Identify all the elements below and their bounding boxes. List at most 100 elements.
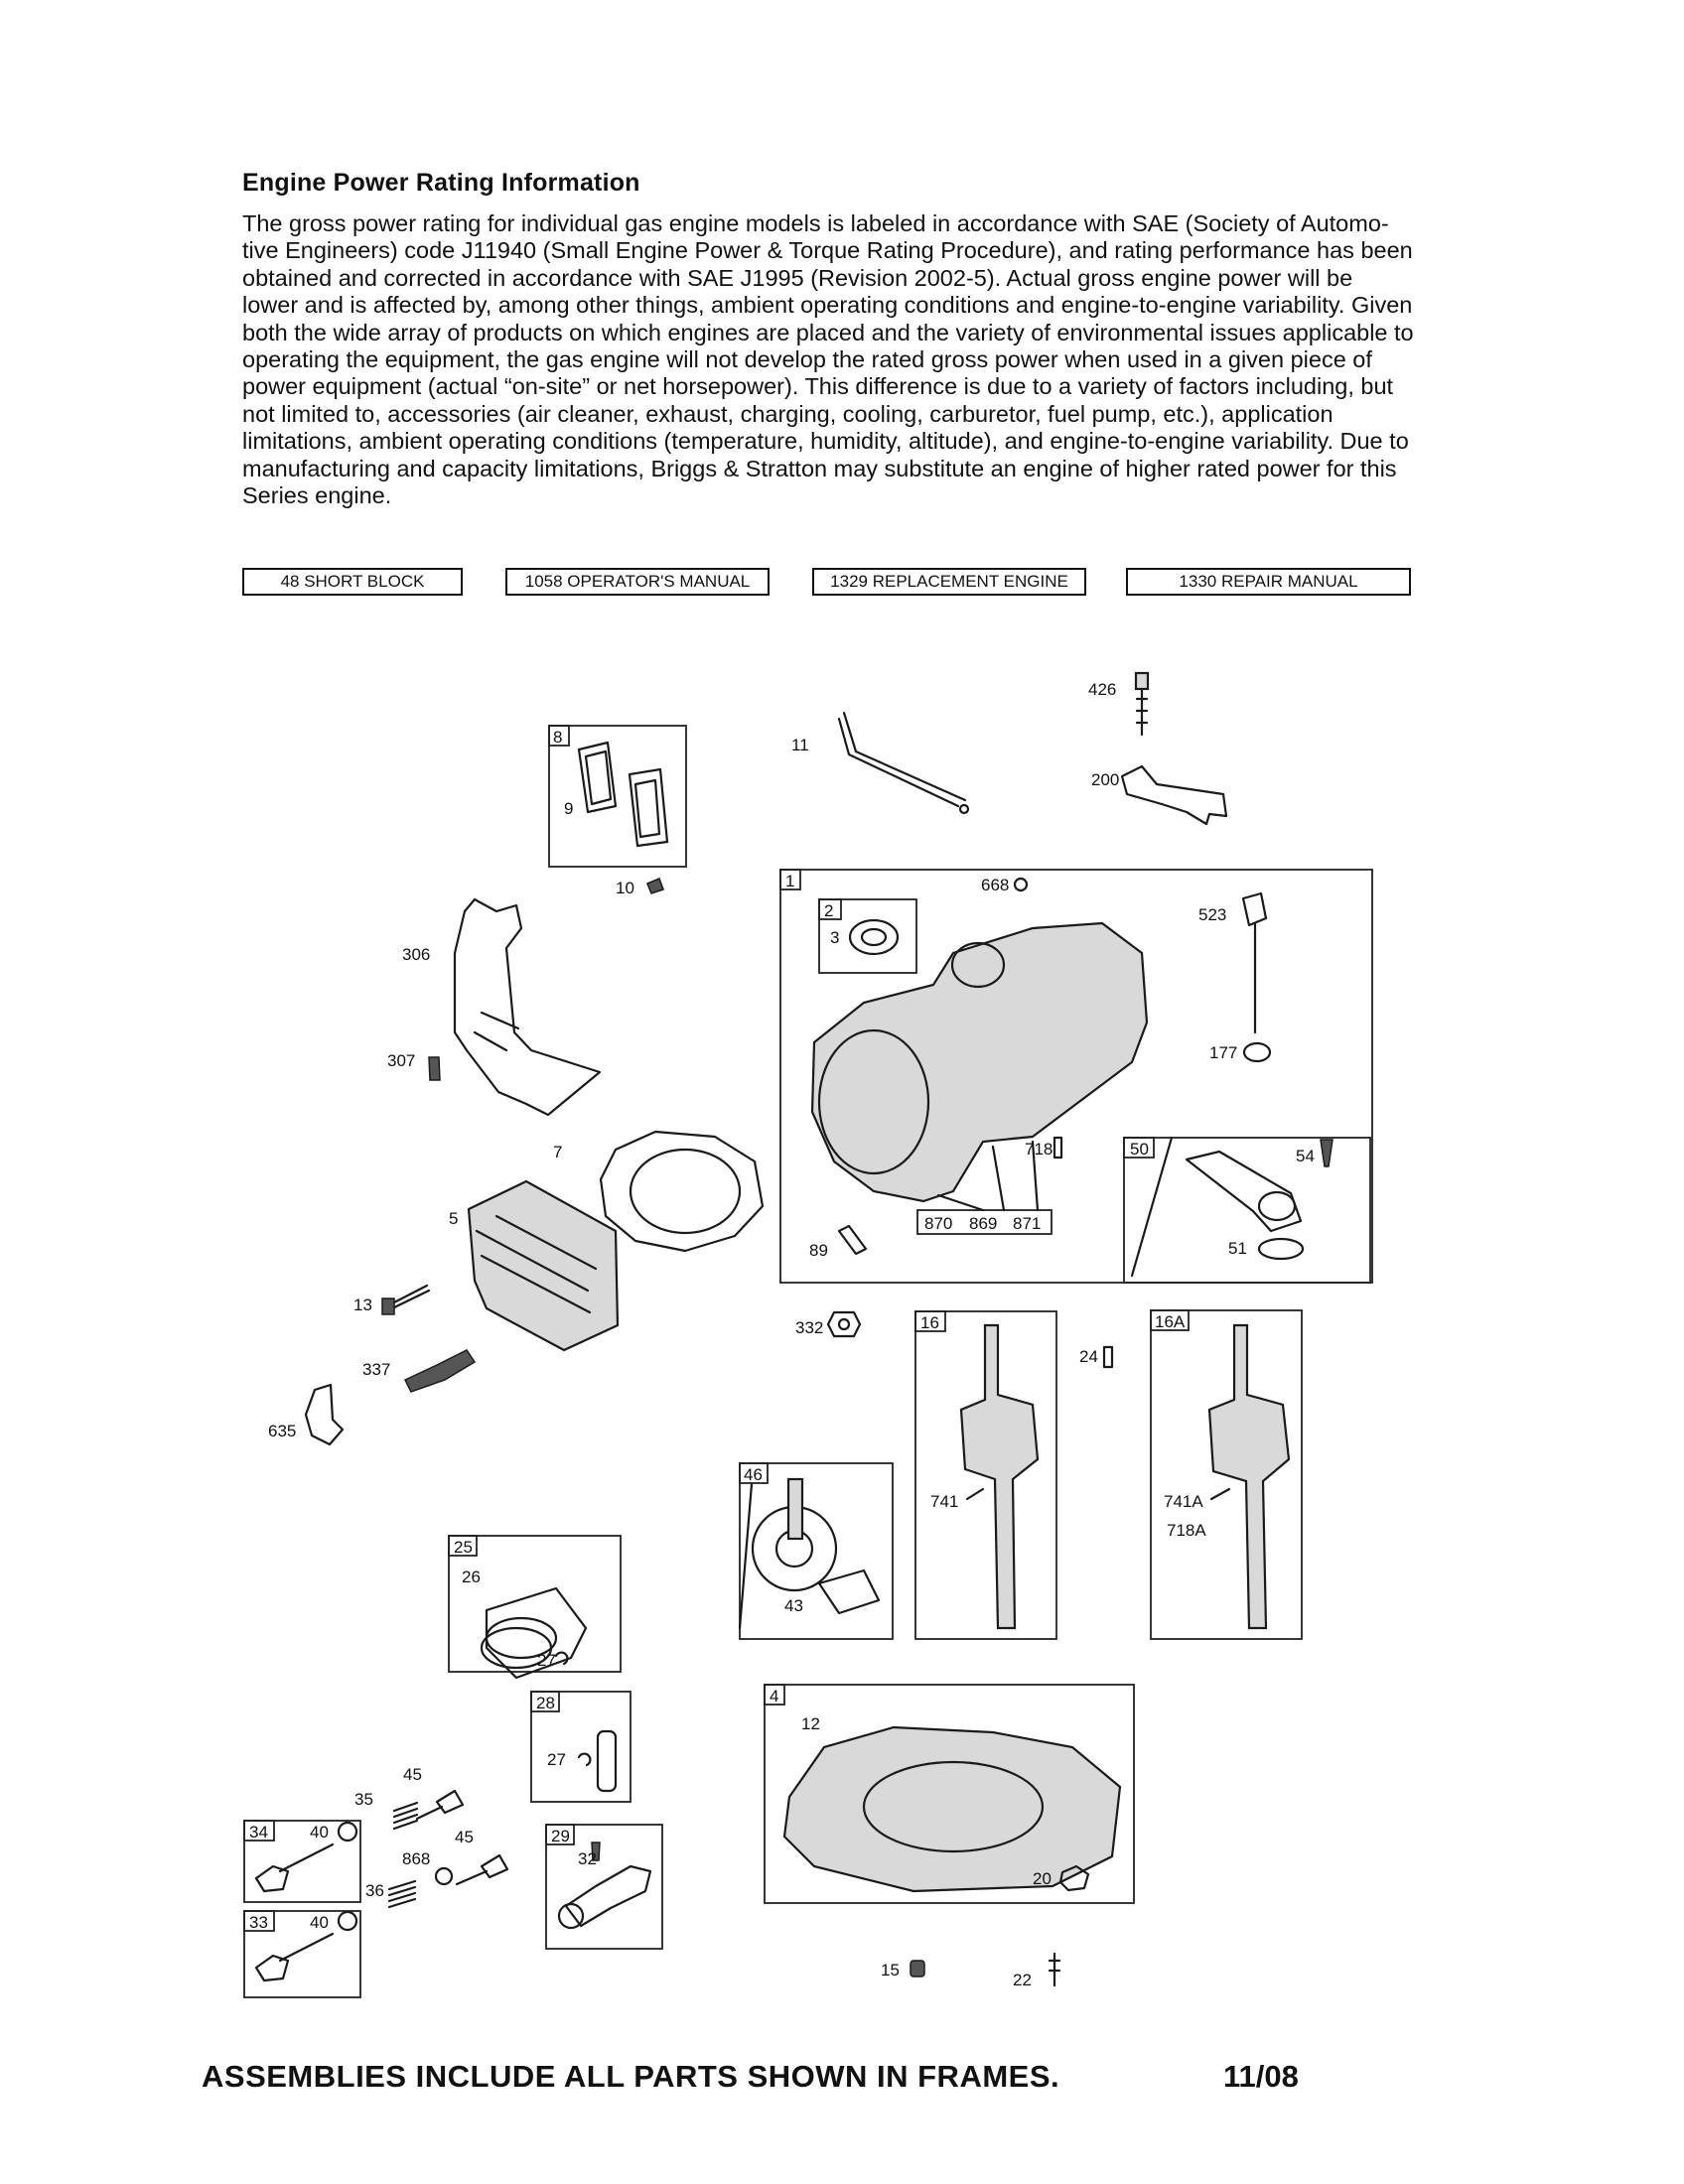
head-gasket-7-bore <box>629 1148 742 1235</box>
frame-28 <box>530 1691 632 1803</box>
label-22: 22 <box>1013 1971 1032 1989</box>
valve-spring-36 <box>387 1879 417 1909</box>
dipstick-523 <box>1241 891 1268 1034</box>
label-13: 13 <box>353 1296 372 1314</box>
label-51: 51 <box>1228 1239 1247 1258</box>
crankcase-block-1 <box>810 921 1149 1203</box>
label-523: 523 <box>1198 905 1226 924</box>
label-33: 33 <box>249 1913 268 1932</box>
label-20: 20 <box>1033 1869 1052 1888</box>
o-ring-177 <box>1242 1041 1272 1063</box>
seal-868 <box>434 1866 454 1886</box>
label-306: 306 <box>402 945 430 964</box>
label-36: 36 <box>365 1881 384 1900</box>
leader-871 <box>1031 1140 1040 1212</box>
frame-16 <box>914 1310 1057 1640</box>
spark-plug-337 <box>403 1349 477 1393</box>
piston-ring-b <box>485 1616 558 1660</box>
label-635: 635 <box>268 1422 296 1440</box>
label-34: 34 <box>249 1823 268 1842</box>
section-heading: Engine Power Rating Information <box>242 169 640 197</box>
label-337: 337 <box>362 1360 390 1379</box>
label-25: 25 <box>454 1538 473 1557</box>
frame-34-tag <box>243 1820 275 1842</box>
bolt-13 <box>390 1284 431 1310</box>
frame-1-tag <box>779 869 801 890</box>
seal-3 <box>848 918 900 956</box>
leader-869 <box>991 1145 1006 1212</box>
label-54: 54 <box>1296 1147 1315 1165</box>
label-29: 29 <box>551 1827 570 1845</box>
frame-50 <box>1123 1137 1371 1284</box>
label-27b: 27 <box>547 1750 566 1769</box>
frame-29 <box>545 1824 663 1950</box>
reference-short-block: 48 SHORT BLOCK <box>242 568 463 596</box>
retainer-45a <box>415 1789 465 1821</box>
label-741: 741 <box>930 1492 958 1511</box>
retainer-40a <box>337 1821 358 1843</box>
governor-50-hub <box>1257 1190 1297 1222</box>
tube-11-end <box>958 803 970 815</box>
leader-lines <box>738 1136 1231 1630</box>
governor-arm-50 <box>1185 1150 1303 1233</box>
label-870: 870 <box>924 1214 952 1233</box>
footer-assemblies-note: ASSEMBLIES INCLUDE ALL PARTS SHOWN IN FR… <box>202 2059 1060 2094</box>
leader-50 <box>1130 1136 1174 1278</box>
label-426: 426 <box>1088 680 1116 699</box>
plug-668 <box>1013 877 1029 892</box>
label-2: 2 <box>824 901 833 920</box>
sump-4-center <box>862 1760 1045 1853</box>
bolt-426 <box>1134 671 1150 737</box>
label-27a: 27 <box>537 1651 556 1670</box>
frame-2-tag <box>818 898 842 920</box>
screw-89 <box>837 1224 868 1256</box>
gasket-9 <box>577 741 618 814</box>
frame-16A <box>1150 1309 1303 1640</box>
label-28: 28 <box>536 1694 555 1712</box>
label-10: 10 <box>616 879 634 897</box>
valve-spring-35 <box>392 1801 419 1831</box>
cover-8 <box>628 767 669 848</box>
clip-27b <box>577 1752 592 1767</box>
frame-25-tag <box>448 1535 478 1557</box>
label-43: 43 <box>784 1596 803 1615</box>
frame-8-tag <box>548 725 570 747</box>
wrist-pin-28 <box>596 1729 618 1793</box>
leader-46 <box>738 1482 754 1630</box>
retainer-45b <box>455 1853 509 1886</box>
key-24 <box>1102 1345 1114 1369</box>
label-741A: 741A <box>1164 1492 1203 1511</box>
label-9: 9 <box>564 799 573 818</box>
reference-repair-manual: 1330 REPAIR MANUAL <box>1126 568 1411 596</box>
camshaft-46-shaft <box>786 1477 804 1541</box>
connecting-rod-29 <box>564 1864 652 1928</box>
label-3: 3 <box>830 928 839 947</box>
part-number-labels: 426 11 200 8 9 10 306 307 7 5 13 337 635… <box>249 680 1315 1989</box>
label-45a: 45 <box>403 1765 422 1784</box>
frame-2 <box>818 898 917 974</box>
label-12: 12 <box>801 1714 820 1733</box>
assembly-frames <box>243 725 1373 1998</box>
part-drawings <box>254 671 1333 1987</box>
label-24: 24 <box>1079 1347 1098 1366</box>
leader-741 <box>965 1487 985 1501</box>
block-1-bore <box>817 1028 930 1175</box>
screw-10 <box>646 878 664 894</box>
frame-46 <box>739 1462 894 1640</box>
frame-8 <box>548 725 687 868</box>
clip-27 <box>554 1651 569 1666</box>
label-11: 11 <box>791 736 809 754</box>
label-16A: 16A <box>1155 1312 1186 1331</box>
retainer-40b <box>337 1910 358 1932</box>
shield-306 <box>453 897 602 1117</box>
nut-332-hole <box>837 1317 851 1331</box>
frame-33 <box>243 1910 361 1998</box>
frame-1 <box>779 869 1373 1284</box>
label-45b: 45 <box>455 1828 474 1846</box>
label-46: 46 <box>744 1465 763 1484</box>
label-32: 32 <box>578 1849 597 1868</box>
label-26: 26 <box>462 1568 481 1586</box>
bracket-200 <box>1120 764 1228 826</box>
valve-33 <box>254 1932 335 1982</box>
